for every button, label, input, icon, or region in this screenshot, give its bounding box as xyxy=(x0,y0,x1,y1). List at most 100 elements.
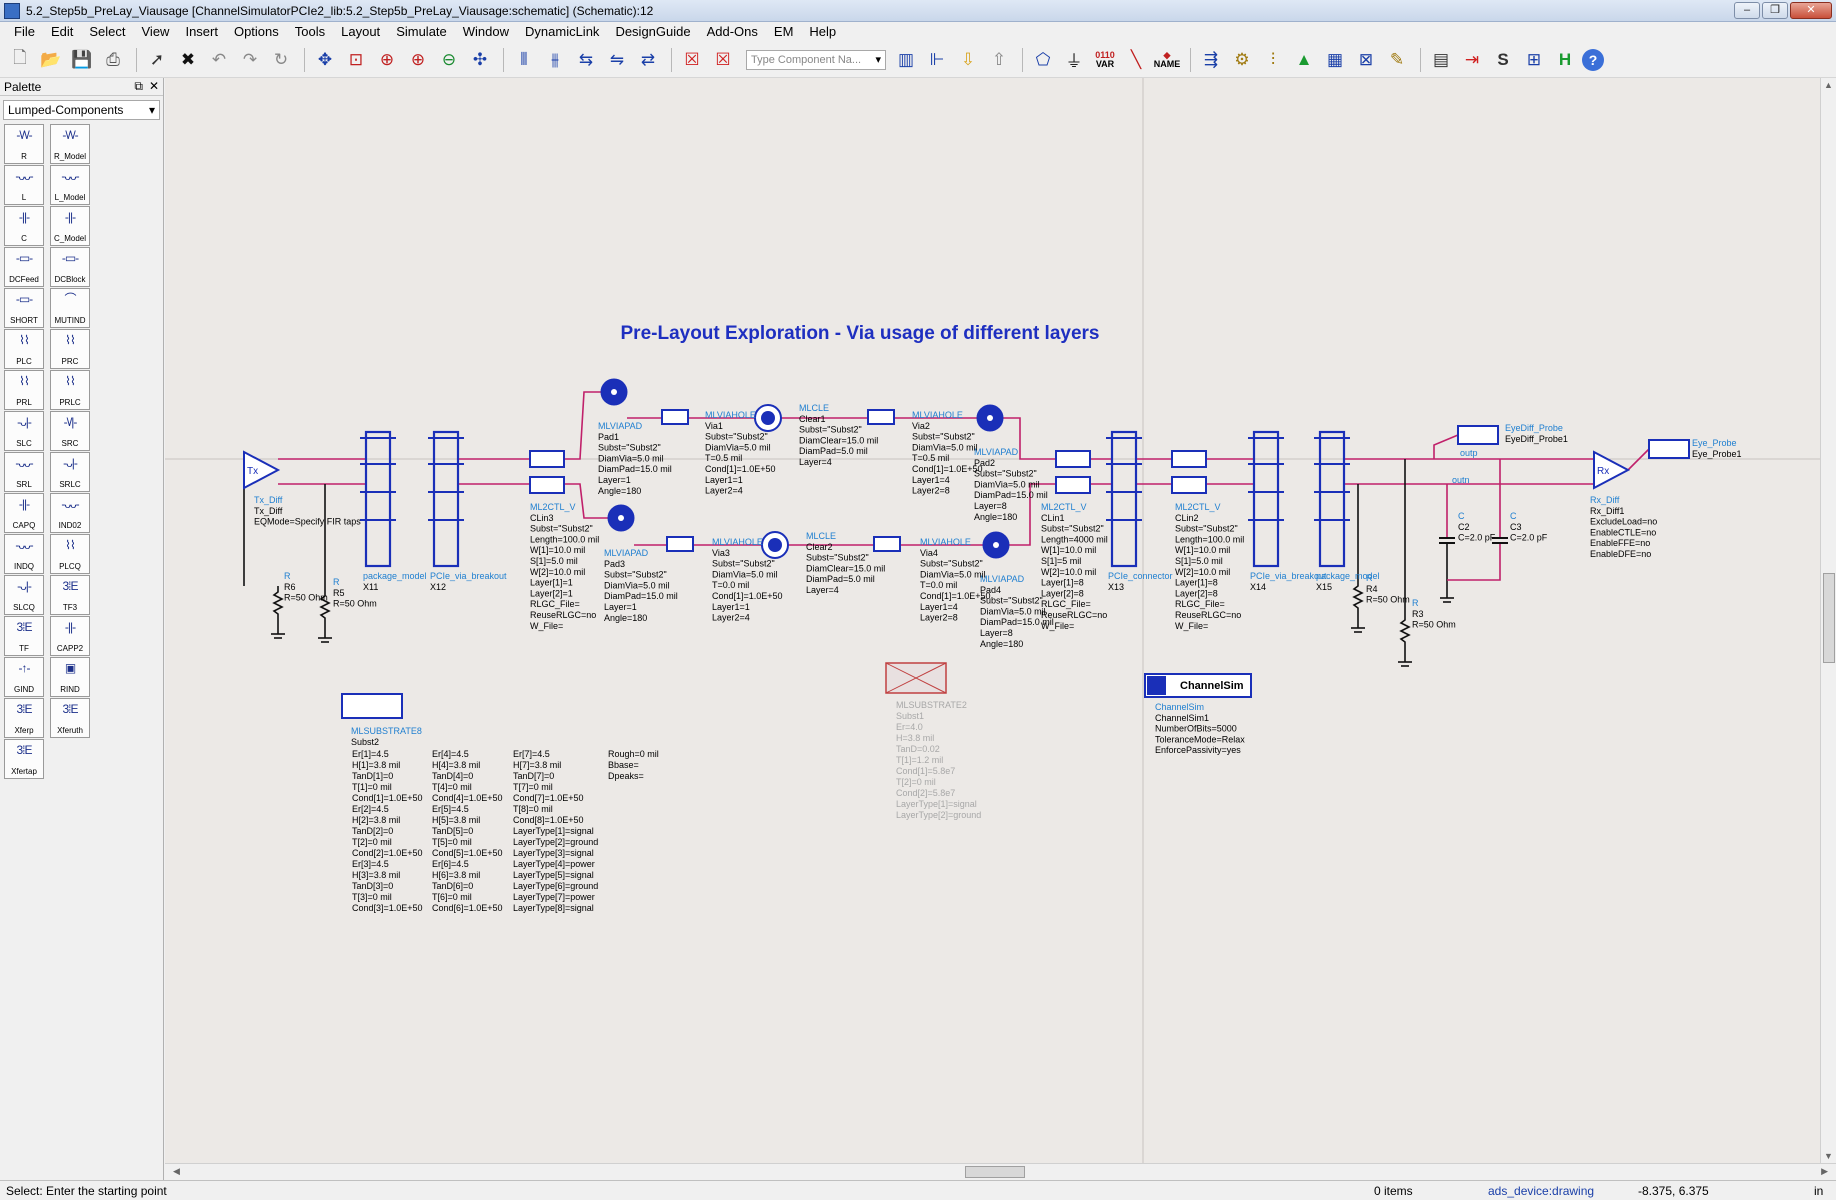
harmonic-balance-icon[interactable]: H xyxy=(1558,49,1572,69)
s-parameter-icon[interactable]: S xyxy=(1497,49,1509,69)
palette-item-mutind[interactable]: ⌒MUTIND xyxy=(50,288,90,328)
zoom-in-2-icon[interactable]: ⊕ xyxy=(410,49,426,69)
menu-layout[interactable]: Layout xyxy=(341,24,381,39)
generate-layout-icon[interactable]: ⇶ xyxy=(1203,49,1219,69)
palette-category-select[interactable]: Lumped-Components ▾ xyxy=(3,100,160,120)
palette-item-capq[interactable]: -||-CAPQ xyxy=(4,493,44,533)
palette-item-rind[interactable]: ▣RIND xyxy=(50,657,90,697)
palette-item-l[interactable]: -ᴗᴗ-L xyxy=(4,165,44,205)
zoom-in-icon[interactable]: ⊕ xyxy=(379,49,395,69)
menu-options[interactable]: Options xyxy=(233,24,279,39)
palette-item-plcq[interactable]: ⌇⌇PLCQ xyxy=(50,534,90,574)
netlist-icon[interactable]: ▤ xyxy=(1432,49,1450,69)
component-library-icon[interactable]: ▥ xyxy=(897,49,915,69)
menu-insert[interactable]: Insert xyxy=(185,24,218,39)
palette-item-srlc[interactable]: -ᴗ|-SRLC xyxy=(50,452,90,492)
wire-label-icon[interactable]: ◆NAME xyxy=(1153,49,1181,69)
palette-item-prlc[interactable]: ⌇⌇PRLC xyxy=(50,370,90,410)
port-icon[interactable]: ⬠ xyxy=(1035,49,1051,69)
close-icon[interactable]: ✕ xyxy=(148,79,159,93)
palette-item-r[interactable]: -\/\/-R xyxy=(4,124,44,164)
palette-item-c-model[interactable]: -||-C_Model xyxy=(50,206,90,246)
menu-file[interactable]: File xyxy=(14,24,35,39)
scroll-right-icon[interactable]: ▶ xyxy=(1821,1166,1828,1176)
menu-help[interactable]: Help xyxy=(809,24,837,39)
simulation-settings-icon[interactable]: ⚙ xyxy=(1234,49,1250,69)
schematic-canvas[interactable]: Pre-Layout Exploration - Via usage of di… xyxy=(165,78,1820,1163)
palette-item-src[interactable]: -\/|-SRC xyxy=(50,411,90,451)
snap-2-icon[interactable]: ⇋ xyxy=(609,49,625,69)
pan-icon[interactable]: ✣ xyxy=(472,49,488,69)
wire-icon[interactable]: ╲ xyxy=(1130,49,1142,69)
open-folder-icon[interactable]: 📂 xyxy=(40,49,62,69)
align-2-icon[interactable]: ⫵ xyxy=(551,49,559,69)
palette-item-slc[interactable]: -ᴗ|-SLC xyxy=(4,411,44,451)
horizontal-scrollbar[interactable]: ◀ ▶ xyxy=(165,1163,1836,1180)
schematic-drawing[interactable]: Pre-Layout Exploration - Via usage of di… xyxy=(165,78,1820,1163)
palette-item-c[interactable]: -||-C xyxy=(4,206,44,246)
waveform-icon[interactable]: ⊞ xyxy=(1526,49,1542,69)
deactivate-icon[interactable]: ☒ xyxy=(684,49,700,69)
data-display-icon[interactable]: ▦ xyxy=(1326,49,1344,69)
simulate-icon[interactable]: ▲ xyxy=(1295,49,1313,69)
short-icon[interactable]: ☒ xyxy=(715,49,731,69)
menu-select[interactable]: Select xyxy=(89,24,126,39)
scroll-left-icon[interactable]: ◀ xyxy=(173,1166,180,1176)
print-icon[interactable]: ⎙ xyxy=(106,49,120,69)
component-history-icon[interactable]: ⊩ xyxy=(929,49,945,69)
menu-em[interactable]: EM xyxy=(773,24,794,39)
palette-item-short[interactable]: -▭-SHORT xyxy=(4,288,44,328)
palette-item-gind[interactable]: -↑-GIND xyxy=(4,657,44,697)
palette-item-prc[interactable]: ⌇⌇PRC xyxy=(50,329,90,369)
palette-item-dcblock[interactable]: -▭-DCBlock xyxy=(50,247,90,287)
menu-dynamiclink[interactable]: DynamicLink xyxy=(525,24,600,39)
pop-up-icon[interactable]: ⇧ xyxy=(991,49,1007,69)
snap-3-icon[interactable]: ⇄ xyxy=(640,49,656,69)
align-icon[interactable]: ⫴ xyxy=(520,49,528,69)
palette-item-r-model[interactable]: -\/\/-R_Model xyxy=(50,124,90,164)
close-button[interactable]: ✕ xyxy=(1790,2,1832,19)
optimize-icon[interactable]: ✎ xyxy=(1389,49,1405,69)
menu-add-ons[interactable]: Add-Ons xyxy=(706,24,758,39)
delete-icon[interactable]: ✖ xyxy=(180,49,196,69)
restore-button[interactable]: ❐ xyxy=(1762,2,1788,19)
tuning-icon[interactable]: ⫶ xyxy=(1270,49,1276,69)
palette-item-plc[interactable]: ⌇⌇PLC xyxy=(4,329,44,369)
scroll-down-icon[interactable]: ▼ xyxy=(1824,1151,1833,1161)
snap-icon[interactable]: ⇆ xyxy=(578,49,594,69)
menu-simulate[interactable]: Simulate xyxy=(396,24,447,39)
vertical-scrollbar[interactable]: ▲ ▼ xyxy=(1820,78,1836,1163)
palette-item-prl[interactable]: ⌇⌇PRL xyxy=(4,370,44,410)
redo-icon[interactable]: ↷ xyxy=(242,49,258,69)
float-icon[interactable]: ⧉ xyxy=(134,79,143,93)
palette-item-indq[interactable]: -ᴗᴗ-INDQ xyxy=(4,534,44,574)
palette-item-slcq[interactable]: -ᴗ|-SLCQ xyxy=(4,575,44,615)
palette-item-capp2[interactable]: -||-CAPP2 xyxy=(50,616,90,656)
select-pointer-icon[interactable]: ➚ xyxy=(149,49,165,69)
save-icon[interactable]: 💾 xyxy=(71,49,93,69)
menu-edit[interactable]: Edit xyxy=(50,24,74,39)
help-icon[interactable]: ? xyxy=(1582,48,1604,71)
status-active-layer[interactable]: ads_device:drawing xyxy=(1488,1184,1595,1198)
minimize-button[interactable]: – xyxy=(1734,2,1760,19)
menu-view[interactable]: View xyxy=(141,24,170,39)
menu-tools[interactable]: Tools xyxy=(294,24,326,39)
plot-icon[interactable]: ⊠ xyxy=(1358,49,1374,69)
scroll-up-icon[interactable]: ▲ xyxy=(1824,80,1833,90)
palette-item-l-model[interactable]: -ᴗᴗ-L_Model xyxy=(50,165,90,205)
new-document-icon[interactable]: 🗋 xyxy=(13,48,27,67)
palette-item-dcfeed[interactable]: -▭-DCFeed xyxy=(4,247,44,287)
component-search-input[interactable]: Type Component Na... ▾ xyxy=(746,49,886,70)
ground-icon[interactable]: ⏚ xyxy=(1065,52,1083,71)
palette-item-srl[interactable]: -ᴗᴗ-SRL xyxy=(4,452,44,492)
horizontal-scroll-thumb[interactable] xyxy=(965,1166,1025,1178)
palette-item-ind02[interactable]: -ᴗᴗ-IND02 xyxy=(50,493,90,533)
menu-window[interactable]: Window xyxy=(462,24,510,39)
undo-icon[interactable]: ↶ xyxy=(211,49,227,69)
